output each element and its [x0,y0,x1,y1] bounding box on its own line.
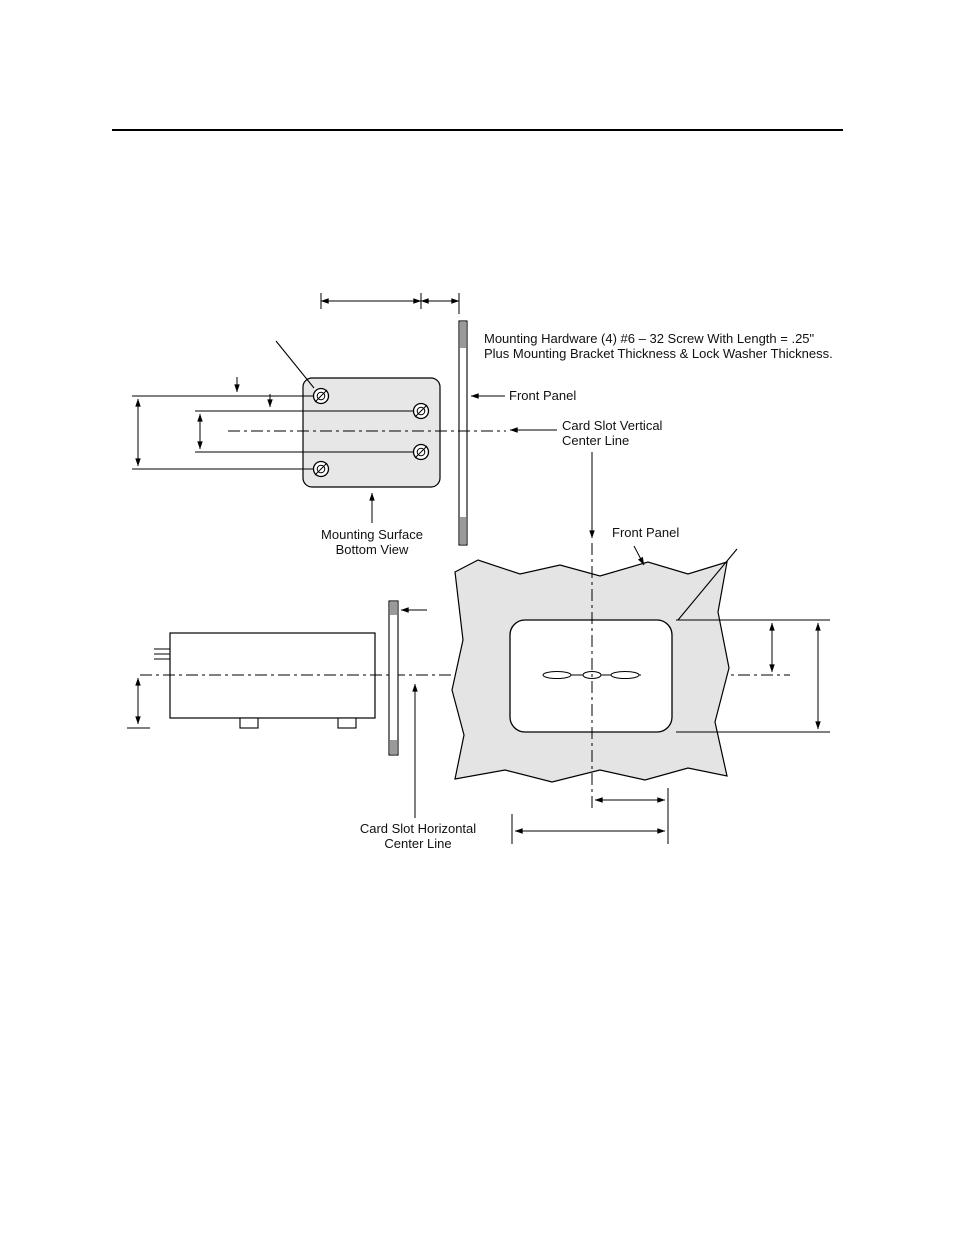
mounting-surface-label: Mounting Surface Bottom View [321,527,423,557]
screw-hole [312,387,330,405]
front-panel-top-label: Front Panel [509,388,577,403]
screw-hole [412,402,430,420]
screw-hole [312,460,330,478]
mounting-surface-label-line2: Bottom View [335,542,409,557]
top-view-left-dimensions [135,377,273,467]
mounting-hardware-note: Mounting Hardware (4) #6 – 32 Screw With… [484,331,833,361]
front-panel-arrow-bottom [633,545,645,566]
bottom-view-right-dimensions [676,619,830,733]
bottom-view-left-dimension [127,677,150,729]
bottom-view [127,543,830,844]
top-view [132,293,595,546]
mounting-surface-label-line1: Mounting Surface [321,527,423,542]
front-panel-bottom-label: Front Panel [612,525,680,540]
screw-leader-line [275,340,315,389]
top-view-extension-lines [132,395,416,470]
front-panel-bar-top [458,320,468,546]
slot-corner-leader [677,548,738,621]
top-view-top-dimensions [320,293,460,314]
bottom-view-bottom-dimensions [511,788,669,844]
card-slot-vertical-label-line2: Center Line [562,433,630,448]
device-foot [239,717,259,729]
header-rule [112,129,843,131]
mounting-hardware-note-line2: Plus Mounting Bracket Thickness & Lock W… [484,346,833,361]
mounting-hardware-note-line1: Mounting Hardware (4) #6 – 32 Screw With… [484,331,815,346]
card-slot-horizontal-label-line1: Card Slot Horizontal [359,821,477,836]
mounting-plate [302,377,441,488]
card-slot-horizontal-label: Card Slot Horizontal Center Line [360,821,476,851]
card-slot-horizontal-label-line2: Center Line [384,836,452,851]
card-slot-vertical-label: Card Slot Vertical Center Line [562,418,662,448]
card-reader-side-view [154,632,376,729]
screw-hole [412,443,430,461]
device-foot [337,717,357,729]
card-slot-vertical-label-line1: Card Slot Vertical [562,418,663,433]
front-panel-bar-bottom [388,600,399,756]
